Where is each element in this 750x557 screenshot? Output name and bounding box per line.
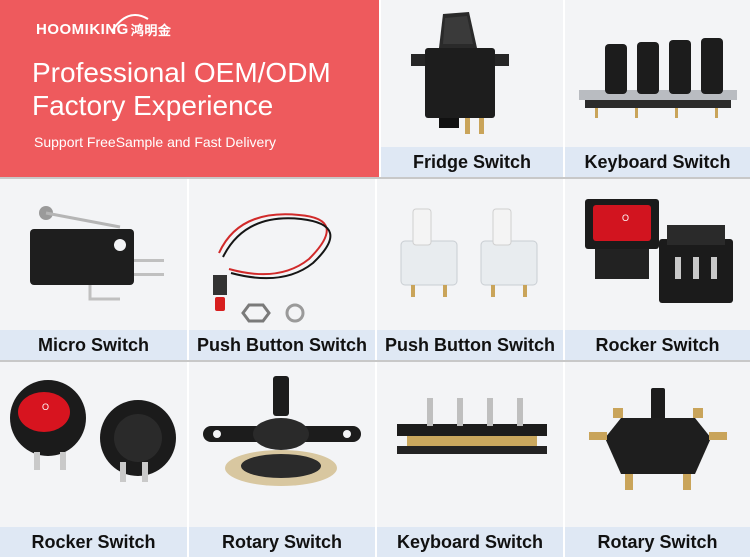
product-card-keyboard-1[interactable]: Keyboard Switch — [565, 0, 750, 177]
product-label: Push Button Switch — [377, 330, 563, 360]
push-button-switch-icon — [213, 213, 332, 323]
product-card-keyboard-2[interactable]: Keyboard Switch — [377, 362, 563, 557]
brand-swoosh-icon — [111, 14, 149, 32]
product-card-push-2[interactable]: Push Button Switch — [377, 179, 563, 360]
rotary-switch-icon — [589, 388, 727, 490]
product-card-micro[interactable]: Micro Switch — [0, 179, 187, 360]
product-label: Rocker Switch — [565, 330, 750, 360]
product-label: Rotary Switch — [565, 527, 750, 557]
product-label: Keyboard Switch — [565, 147, 750, 177]
product-card-rocker-1[interactable]: O Rocker Switch — [565, 179, 750, 360]
keyboard-switch-icon — [397, 398, 547, 454]
headline: Professional OEM/ODM Factory Experience — [32, 56, 331, 122]
product-label: Rocker Switch — [0, 527, 187, 557]
push-button-switch-icon — [400, 208, 538, 297]
product-card-rotary-1[interactable]: Rotary Switch — [189, 362, 375, 557]
svg-text:O: O — [42, 402, 49, 412]
headline-line-1: Professional OEM/ODM — [32, 57, 331, 88]
brand-name-cn: 鸿明金 — [130, 23, 172, 38]
product-card-rocker-2[interactable]: O Rocker Switch — [0, 362, 187, 557]
product-card-push-1[interactable]: Push Button Switch — [189, 179, 375, 360]
brand-logo: HOOMIKING 鸿明金 — [36, 14, 172, 39]
fridge-switch-icon — [411, 12, 509, 134]
brand-name: HOOMIKING — [36, 21, 129, 38]
product-label: Fridge Switch — [381, 147, 563, 177]
product-label: Micro Switch — [0, 330, 187, 360]
svg-text:O: O — [622, 213, 629, 223]
row-divider — [0, 360, 750, 362]
product-label: Rotary Switch — [189, 527, 375, 557]
rocker-switch-icon: O — [585, 199, 733, 303]
rotary-switch-icon — [203, 376, 361, 486]
product-card-rotary-2[interactable]: Rotary Switch — [565, 362, 750, 557]
product-card-fridge[interactable]: Fridge Switch — [381, 0, 563, 177]
subline: Support FreeSample and Fast Delivery — [34, 134, 276, 150]
headline-line-2: Factory Experience — [32, 90, 274, 121]
product-label: Keyboard Switch — [377, 527, 563, 557]
product-label: Push Button Switch — [189, 330, 375, 360]
row-divider — [0, 177, 750, 179]
promo-banner: HOOMIKING 鸿明金 Professional OEM/ODM Facto… — [0, 0, 379, 177]
round-rocker-switch-icon: O — [10, 380, 176, 482]
micro-switch-icon — [30, 206, 164, 301]
keyboard-switch-icon — [579, 38, 737, 118]
